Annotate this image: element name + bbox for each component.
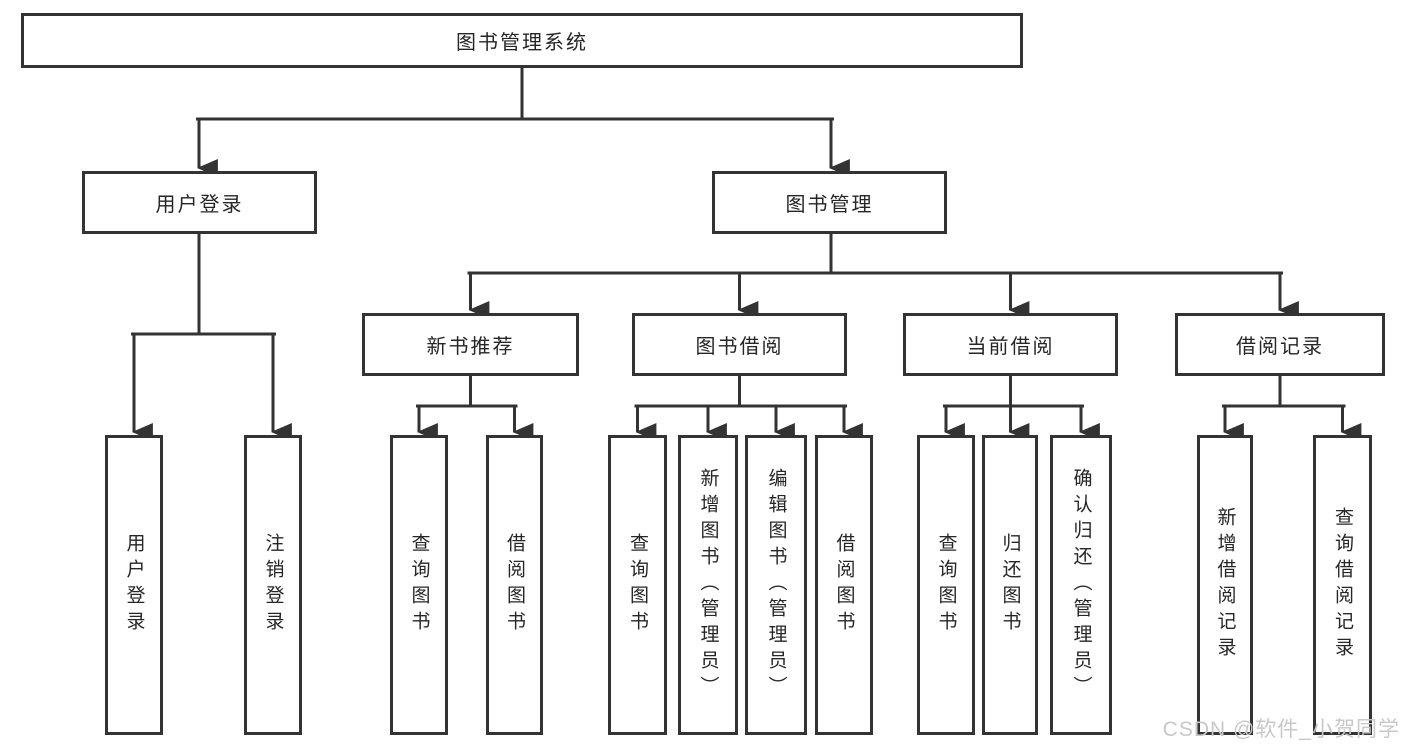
connector-currentborrow-to-children (943, 374, 1084, 408)
node-borrow-records: 借阅记录 (1175, 313, 1385, 376)
node-new-books: 新书推荐 (362, 313, 579, 376)
node-book-borrow: 图书借阅 (632, 313, 847, 376)
node-book-management: 图书管理 (712, 171, 947, 234)
leaf-query-borrow-record: 查询借阅记录 (1313, 435, 1372, 735)
leaf-borrow-book: 借阅图书 (815, 435, 873, 735)
node-book-management-label: 图书管理 (785, 194, 874, 216)
leaf-current-query-label: 查询图书 (935, 533, 957, 637)
node-user-login: 用户登录 (82, 171, 317, 234)
connector-borrowrecords-to-children (1222, 374, 1346, 408)
connector-userlogin-to-children (131, 232, 276, 336)
leaf-query-borrow-record-label: 查询借阅记录 (1332, 507, 1353, 663)
leaf-confirm-return-admin-label: 确认归还（管理员） (1070, 468, 1092, 702)
leaf-edit-book-admin-label: 编辑图书（管理员） (765, 468, 787, 702)
node-root: 图书管理系统 (21, 13, 1023, 68)
leaf-return-book-label: 归还图书 (999, 533, 1021, 637)
node-current-borrow: 当前借阅 (903, 313, 1118, 376)
leaf-add-borrow-record: 新增借阅记录 (1197, 435, 1253, 735)
leaf-return-book: 归还图书 (982, 435, 1038, 735)
leaf-add-book-admin: 新增图书（管理员） (678, 435, 738, 735)
leaf-user-login-label: 用户登录 (123, 533, 145, 637)
connector-root-to-level2 (196, 64, 834, 121)
node-new-books-label: 新书推荐 (426, 336, 515, 358)
leaf-user-login: 用户登录 (105, 435, 163, 735)
leaf-newbooks-query-label: 查询图书 (408, 533, 430, 637)
node-root-label: 图书管理系统 (456, 32, 588, 54)
leaf-add-borrow-record-label: 新增借阅记录 (1214, 507, 1236, 663)
node-book-borrow-label: 图书借阅 (695, 336, 784, 358)
connector-newbooks-to-children (416, 374, 518, 408)
leaf-logout: 注销登录 (244, 435, 302, 735)
leaf-borrow-query: 查询图书 (608, 435, 667, 735)
leaf-edit-book-admin: 编辑图书（管理员） (745, 435, 807, 735)
leaf-current-query: 查询图书 (917, 435, 975, 735)
connector-bookmgmt-to-level3 (467, 232, 1283, 275)
csdn-watermark: CSDN @软件_小贺同学 (1162, 718, 1400, 741)
leaf-newbooks-query: 查询图书 (390, 435, 448, 735)
leaf-logout-label: 注销登录 (262, 533, 284, 637)
leaf-add-book-admin-label: 新增图书（管理员） (697, 468, 719, 702)
leaf-borrow-book-label: 借阅图书 (833, 533, 855, 637)
node-borrow-records-label: 借阅记录 (1236, 336, 1324, 358)
leaf-confirm-return-admin: 确认归还（管理员） (1050, 435, 1112, 735)
node-current-borrow-label: 当前借阅 (966, 336, 1055, 358)
leaf-borrow-query-label: 查询图书 (627, 533, 648, 637)
leaf-newbooks-borrow: 借阅图书 (486, 435, 543, 735)
connector-bookborrow-to-children (634, 374, 847, 408)
leaf-newbooks-borrow-label: 借阅图书 (504, 533, 525, 637)
node-user-login-label: 用户登录 (155, 194, 244, 216)
